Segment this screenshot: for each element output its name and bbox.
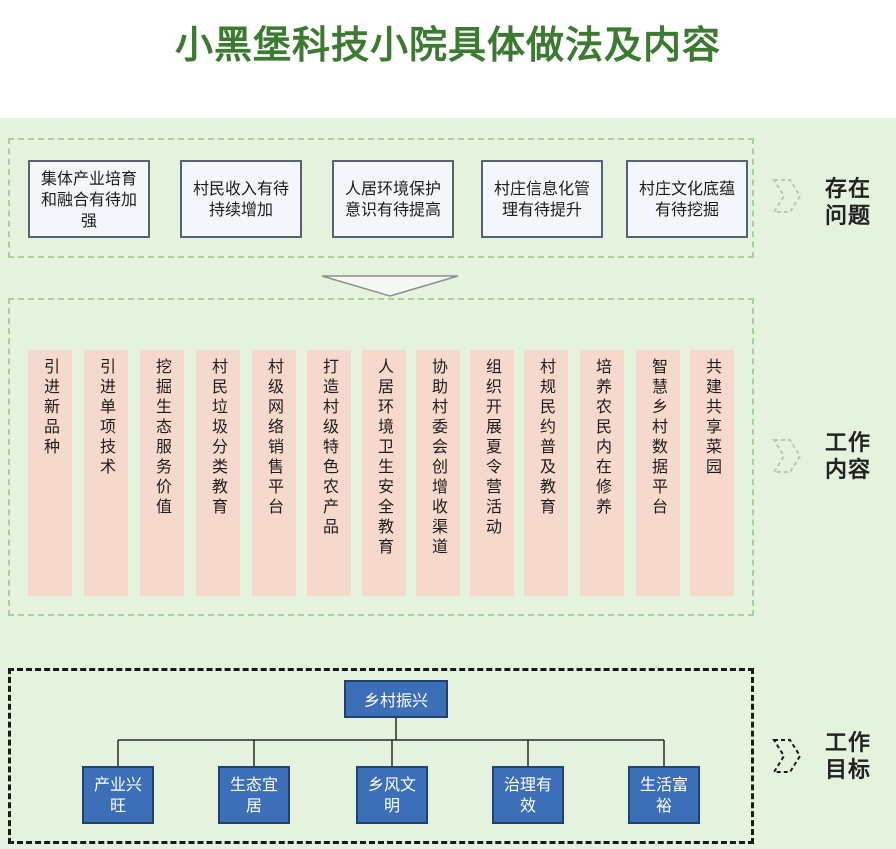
work-content-item: 引进新品种 (28, 350, 72, 596)
side-label-problems: 存在问题 (824, 177, 871, 229)
work-content-label: 村级网络销售平台 (265, 358, 284, 518)
goal-node: 乡风文明 (356, 766, 428, 824)
problems-section (8, 138, 754, 258)
work-content-label: 培养农民内在修养 (593, 358, 612, 518)
work-content-label: 挖掘生态服务价值 (153, 358, 172, 518)
side-label-content: 工作内容 (824, 431, 871, 483)
problem-box: 村民收入有待持续增加 (180, 160, 302, 238)
work-content-item: 智慧乡村数据平台 (636, 350, 680, 596)
work-content-label: 共建共享菜园 (703, 358, 722, 478)
chevron-right-icon (772, 739, 802, 773)
work-content-label: 引进新品种 (41, 358, 60, 458)
work-content-item: 共建共享菜园 (690, 350, 734, 596)
problem-box: 村庄信息化管理有待提升 (481, 160, 603, 238)
problem-box: 村庄文化底蕴有待挖掘 (626, 160, 748, 238)
side-label-goals: 工作目标 (824, 731, 871, 783)
work-content-label: 引进单项技术 (97, 358, 116, 478)
problem-box: 人居环境保护意识有待提高 (332, 160, 454, 238)
down-arrow-icon (321, 275, 459, 297)
page-title: 小黑堡科技小院具体做法及内容 (174, 23, 721, 67)
work-content-label: 智慧乡村数据平台 (649, 358, 668, 518)
work-content-item: 打造村级特色农产品 (307, 350, 351, 596)
work-content-item: 组织开展夏令营活动 (470, 350, 514, 596)
goal-node: 生态宜居 (218, 766, 290, 824)
goal-node: 治理有效 (492, 766, 564, 824)
goal-root-node: 乡村振兴 (344, 680, 448, 718)
goal-node: 生活富裕 (628, 766, 700, 824)
work-content-label: 打造村级特色农产品 (320, 358, 339, 538)
work-content-label: 组织开展夏令营活动 (483, 358, 502, 538)
work-goals-section (8, 668, 754, 844)
problem-box: 集体产业培育和融合有待加强 (28, 160, 150, 238)
work-content-item: 村级网络销售平台 (252, 350, 296, 596)
work-content-item: 村规民约普及教育 (524, 350, 568, 596)
work-content-label: 村规民约普及教育 (537, 358, 556, 518)
work-content-label: 村民垃圾分类教育 (209, 358, 228, 518)
work-content-item: 村民垃圾分类教育 (196, 350, 240, 596)
work-content-item: 培养农民内在修养 (580, 350, 624, 596)
chevron-right-icon (772, 439, 802, 473)
work-content-label: 人居环境卫生安全教育 (375, 358, 394, 558)
goal-node: 产业兴旺 (82, 766, 154, 824)
work-content-label: 协助村委会创增收渠道 (429, 358, 448, 558)
work-content-item: 人居环境卫生安全教育 (362, 350, 406, 596)
work-content-section (8, 298, 754, 616)
work-content-item: 引进单项技术 (84, 350, 128, 596)
work-content-item: 挖掘生态服务价值 (140, 350, 184, 596)
work-content-item: 协助村委会创增收渠道 (416, 350, 460, 596)
chevron-right-icon (772, 179, 802, 213)
